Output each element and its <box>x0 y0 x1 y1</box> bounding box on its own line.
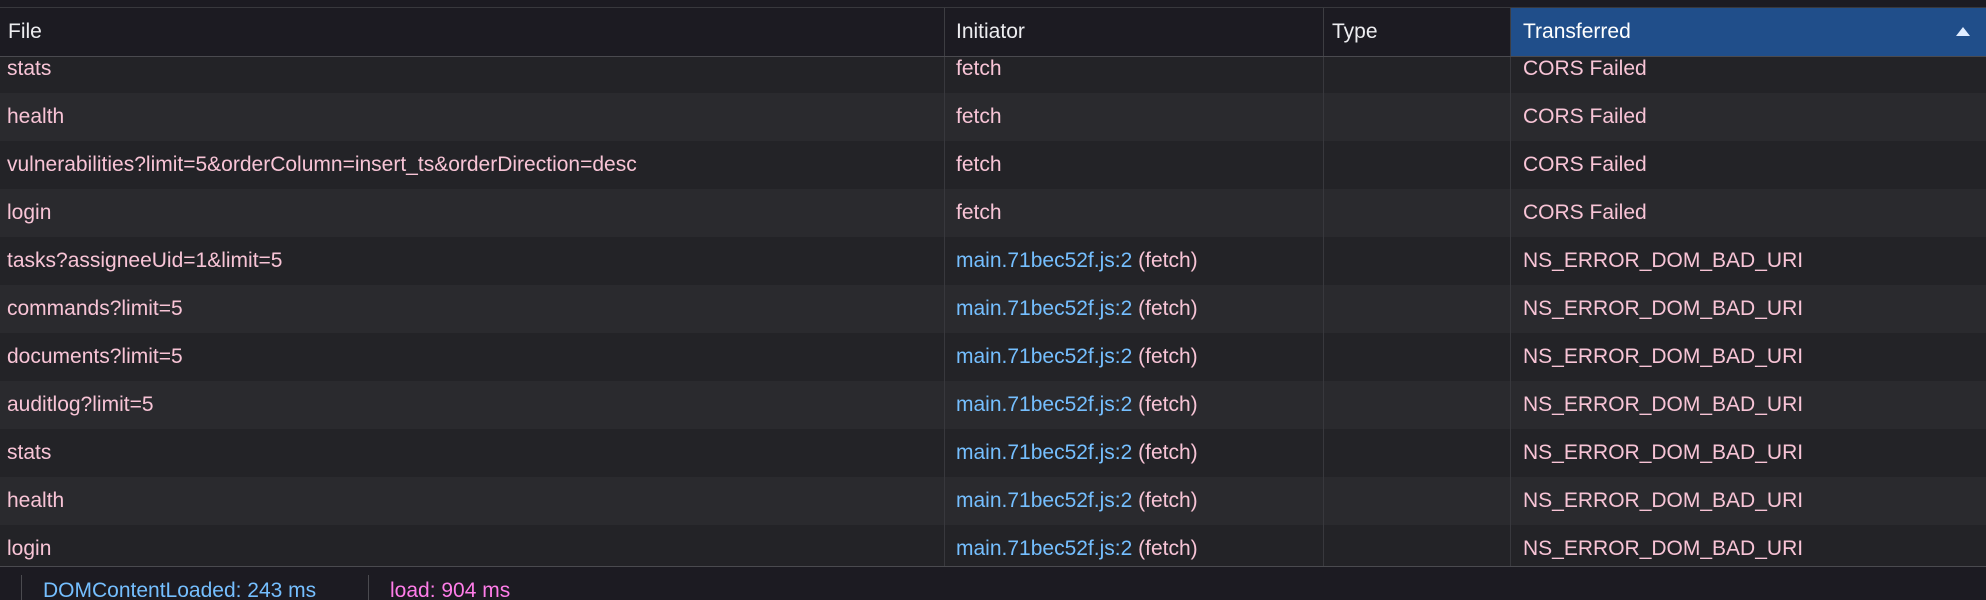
request-transferred: NS_ERROR_DOM_BAD_URI <box>1523 537 1804 560</box>
request-transferred: NS_ERROR_DOM_BAD_URI <box>1523 393 1804 416</box>
request-initiator: fetch <box>945 189 1324 237</box>
request-file: commands?limit=5 <box>0 285 945 333</box>
request-file: stats <box>0 429 945 477</box>
request-initiator: fetch <box>945 57 1324 93</box>
initiator-source-link[interactable]: main.71bec52f.js:2 <box>956 297 1133 320</box>
request-file: stats <box>0 57 945 93</box>
initiator-source-link[interactable]: main.71bec52f.js:2 <box>956 441 1133 464</box>
column-header-file[interactable]: File <box>0 8 945 56</box>
request-transferred: CORS Failed <box>1523 57 1647 80</box>
request-transferred: NS_ERROR_DOM_BAD_URI <box>1523 345 1804 368</box>
request-file: tasks?assigneeUid=1&limit=5 <box>0 237 945 285</box>
request-row[interactable]: login fetch CORS Failed <box>0 189 1986 237</box>
request-transferred: NS_ERROR_DOM_BAD_URI <box>1523 489 1804 512</box>
request-type <box>1324 525 1511 566</box>
column-header-initiator-label: Initiator <box>956 20 1025 43</box>
request-type <box>1324 333 1511 381</box>
initiator-type: (fetch) <box>1138 345 1198 368</box>
request-initiator: main.71bec52f.js:2 (fetch) <box>945 333 1324 381</box>
status-bar: DOMContentLoaded: 243 ms load: 904 ms <box>0 566 1986 600</box>
request-initiator: main.71bec52f.js:2 (fetch) <box>945 237 1324 285</box>
request-type <box>1324 141 1511 189</box>
load-time: load: 904 ms <box>390 579 511 600</box>
request-initiator: main.71bec52f.js:2 (fetch) <box>945 285 1324 333</box>
request-initiator: main.71bec52f.js:2 (fetch) <box>945 525 1324 566</box>
request-type <box>1324 285 1511 333</box>
request-transferred: CORS Failed <box>1523 105 1647 128</box>
request-transferred: CORS Failed <box>1523 201 1647 224</box>
initiator-type: (fetch) <box>1138 489 1198 512</box>
initiator-source-link[interactable]: main.71bec52f.js:2 <box>956 537 1133 560</box>
request-type <box>1324 93 1511 141</box>
initiator-type: fetch <box>956 105 1002 128</box>
request-type <box>1324 381 1511 429</box>
column-header-initiator[interactable]: Initiator <box>945 8 1324 56</box>
column-header-transferred-label: Transferred <box>1523 20 1631 43</box>
request-row[interactable]: vulnerabilities?limit=5&orderColumn=inse… <box>0 141 1986 189</box>
request-row[interactable]: health fetch CORS Failed <box>0 93 1986 141</box>
request-row[interactable]: stats fetch CORS Failed <box>0 57 1986 93</box>
column-header-type-label: Type <box>1332 20 1378 43</box>
request-type <box>1324 189 1511 237</box>
request-initiator: main.71bec52f.js:2 (fetch) <box>945 429 1324 477</box>
request-type <box>1324 477 1511 525</box>
initiator-source-link[interactable]: main.71bec52f.js:2 <box>956 489 1133 512</box>
column-header-file-label: File <box>8 20 42 43</box>
initiator-type: fetch <box>956 57 1002 80</box>
request-initiator: main.71bec52f.js:2 (fetch) <box>945 477 1324 525</box>
sort-ascending-icon <box>1956 27 1970 36</box>
request-file: health <box>0 93 945 141</box>
column-header-transferred[interactable]: Transferred <box>1511 8 1986 56</box>
initiator-source-link[interactable]: main.71bec52f.js:2 <box>956 393 1133 416</box>
request-file: login <box>0 189 945 237</box>
request-transferred: NS_ERROR_DOM_BAD_URI <box>1523 249 1804 272</box>
column-header-row: File Initiator Type Transferred <box>0 8 1986 57</box>
request-initiator: fetch <box>945 141 1324 189</box>
request-initiator: fetch <box>945 93 1324 141</box>
toolbar-edge <box>0 0 1986 8</box>
initiator-source-link[interactable]: main.71bec52f.js:2 <box>956 345 1133 368</box>
initiator-type: (fetch) <box>1138 297 1198 320</box>
request-initiator: main.71bec52f.js:2 (fetch) <box>945 381 1324 429</box>
request-file: auditlog?limit=5 <box>0 381 945 429</box>
status-divider <box>21 575 22 600</box>
request-file: login <box>0 525 945 566</box>
request-file: health <box>0 477 945 525</box>
initiator-type: (fetch) <box>1138 441 1198 464</box>
request-file: documents?limit=5 <box>0 333 945 381</box>
initiator-type: (fetch) <box>1138 249 1198 272</box>
request-type <box>1324 429 1511 477</box>
request-type <box>1324 237 1511 285</box>
status-divider <box>368 575 369 600</box>
request-file: vulnerabilities?limit=5&orderColumn=inse… <box>0 141 945 189</box>
column-header-type[interactable]: Type <box>1324 8 1511 56</box>
request-transferred: NS_ERROR_DOM_BAD_URI <box>1523 441 1804 464</box>
request-transferred: NS_ERROR_DOM_BAD_URI <box>1523 297 1804 320</box>
initiator-type: fetch <box>956 201 1002 224</box>
initiator-type: fetch <box>956 153 1002 176</box>
request-transferred: CORS Failed <box>1523 153 1647 176</box>
initiator-source-link[interactable]: main.71bec52f.js:2 <box>956 249 1133 272</box>
dom-content-loaded-time: DOMContentLoaded: 243 ms <box>43 579 317 600</box>
initiator-type: (fetch) <box>1138 537 1198 560</box>
request-type <box>1324 57 1511 93</box>
initiator-type: (fetch) <box>1138 393 1198 416</box>
